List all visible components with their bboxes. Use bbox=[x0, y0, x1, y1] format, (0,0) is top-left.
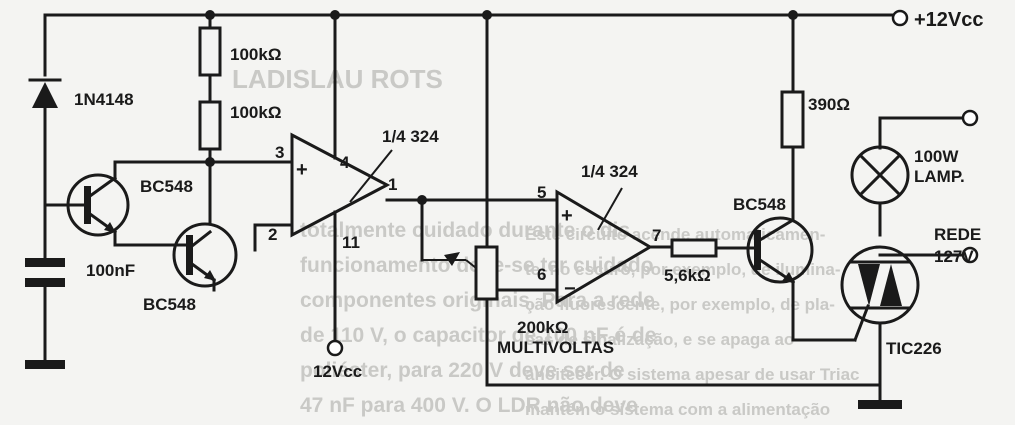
ghost-heading: LADISLAU ROTS bbox=[232, 64, 443, 94]
opamp1-pin-vcc: 4 bbox=[340, 153, 350, 172]
opamp1-label: 1/4 324 bbox=[382, 127, 439, 146]
diode-label: 1N4148 bbox=[74, 90, 134, 109]
opamp1-pin-out: 1 bbox=[388, 175, 397, 194]
ghost-line: totalmente cuidado durante o dis bbox=[300, 219, 630, 242]
pot-type-label: MULTIVOLTAS bbox=[497, 338, 614, 357]
mains-terminal-bottom bbox=[961, 246, 979, 264]
supply-rail: +12Vcc bbox=[43, 9, 984, 31]
opamp2-plus-sign: + bbox=[561, 205, 573, 227]
q3-label: BC548 bbox=[733, 195, 786, 214]
resistor-100k-bottom bbox=[198, 100, 222, 151]
bleed-through-text: LADISLAU ROTS totalmente cuidado durante… bbox=[232, 64, 860, 419]
diode-1n4148: 1N4148 bbox=[28, 13, 134, 260]
resistor-5k6 bbox=[670, 238, 718, 258]
opamp1-pin-minus: 2 bbox=[268, 225, 277, 244]
q2-label: BC548 bbox=[143, 295, 196, 314]
q1-label: BC548 bbox=[140, 177, 193, 196]
pin11-supply-label: 12Vcc bbox=[313, 362, 362, 381]
pin11-terminal bbox=[326, 339, 344, 357]
opamp2-pin-out: 7 bbox=[652, 226, 661, 245]
opamp1-pin-plus: 3 bbox=[275, 143, 284, 162]
lamp-name: LAMP. bbox=[914, 167, 965, 186]
opamp1-pin-gnd: 11 bbox=[342, 233, 360, 252]
supply-label: +12Vcc bbox=[914, 9, 984, 31]
transistor-q2: BC548 bbox=[113, 222, 238, 314]
ghost-line: mantém o sistema com a alimentação bbox=[525, 400, 830, 419]
capacitor-label: 100nF bbox=[86, 261, 135, 280]
capacitor-100nf: 100nF bbox=[25, 258, 135, 369]
supply-terminal bbox=[891, 9, 909, 27]
resistor-100k-top bbox=[198, 26, 222, 77]
divider-resistors: 100kΩ 100kΩ bbox=[198, 13, 281, 224]
resistor-390: 390Ω bbox=[780, 13, 850, 222]
opamp2-minus-sign: − bbox=[564, 278, 576, 300]
transistor-q1: BC548 bbox=[43, 160, 193, 247]
ghost-line: cas de sinalização, e se apaga ao bbox=[525, 330, 794, 349]
mains-terminal-top bbox=[961, 109, 979, 127]
opamp1-plus-sign: + bbox=[296, 159, 308, 181]
r1-label: 100kΩ bbox=[230, 45, 281, 64]
opamp-1: + 3 2 4 11 1 1/4 324 12Vcc bbox=[253, 13, 439, 381]
mains-voltage: 127V bbox=[934, 247, 974, 266]
r2-label: 100kΩ bbox=[230, 103, 281, 122]
opamp-2: + − 5 6 7 1/4 324 bbox=[495, 162, 661, 305]
transistor-q3: BC548 bbox=[733, 195, 857, 342]
opamp2-label: 1/4 324 bbox=[581, 162, 638, 181]
ghost-line: de 110 V, o capacitor de 100 nF é de bbox=[300, 324, 656, 347]
ghost-line: ção fluorescente, por exemplo, de pla- bbox=[525, 295, 835, 314]
ghost-line: 47 nF para 400 V. O LDR não deve bbox=[300, 394, 638, 417]
ghost-line: poliéster, para 220 V deve ser de bbox=[300, 359, 625, 382]
r-base-label: 5,6kΩ bbox=[664, 266, 711, 285]
mains-label: REDE bbox=[934, 225, 981, 244]
opamp2-pin-minus: 6 bbox=[537, 265, 546, 284]
lamp-100w: 100W LAMP. bbox=[850, 109, 979, 237]
triac-label: TIC226 bbox=[886, 339, 942, 358]
potentiometer-200k: 200kΩ MULTIVOLTAS bbox=[465, 13, 614, 387]
opamp2-pin-plus: 5 bbox=[537, 183, 546, 202]
r-out-label: 390Ω bbox=[808, 95, 850, 114]
pot-label: 200kΩ bbox=[517, 318, 568, 337]
lamp-power: 100W bbox=[914, 147, 959, 166]
ghost-line: anoitecer. O sistema apesar de usar Tria… bbox=[525, 365, 860, 384]
triac-tic226: TIC226 REDE 127V bbox=[840, 225, 981, 409]
